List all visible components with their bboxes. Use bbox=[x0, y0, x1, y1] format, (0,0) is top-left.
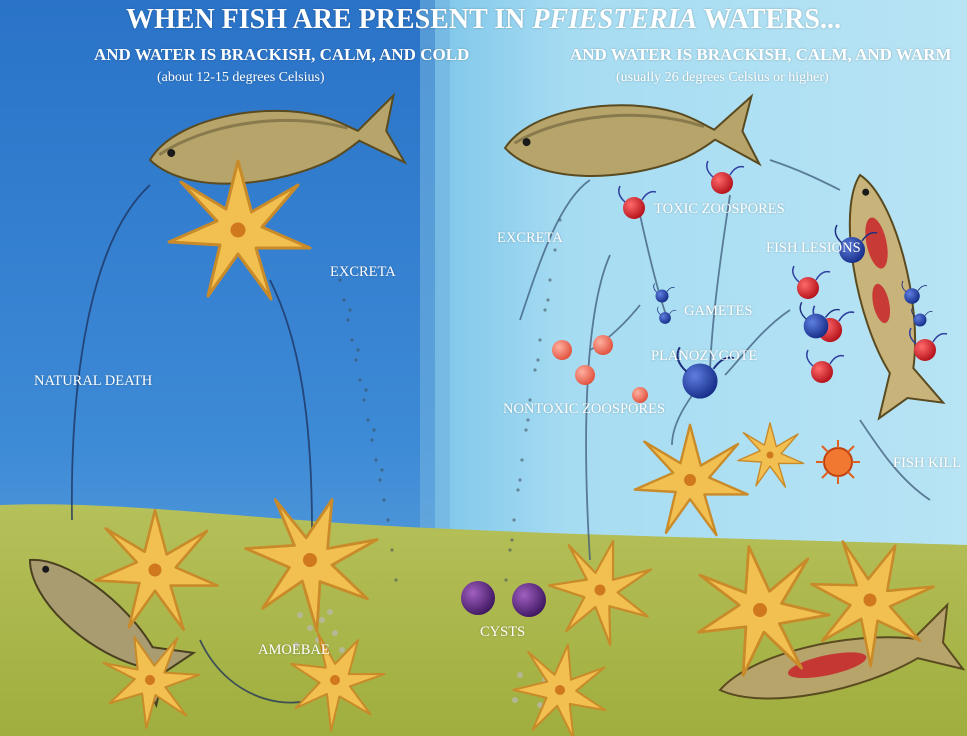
label-nontoxic-zoospores: NONTOXIC ZOOSPORES bbox=[503, 401, 665, 418]
label-planozygote: PLANOZYGOTE bbox=[651, 348, 757, 365]
label-fish-kill: FISH KILL bbox=[893, 455, 961, 472]
label-excreta-right: EXCRETA bbox=[497, 230, 563, 247]
label-gametes: GAMETES bbox=[684, 303, 752, 320]
label-amoebae: AMOEBAE bbox=[258, 642, 330, 659]
label-fish-lesions: FISH LESIONS bbox=[766, 240, 861, 257]
left-note: (about 12-15 degrees Celsius) bbox=[157, 70, 325, 86]
right-heading: AND WATER IS BRACKISH, CALM, AND WARM bbox=[570, 45, 952, 65]
label-cysts: CYSTS bbox=[480, 624, 525, 641]
page-title: WHEN FISH ARE PRESENT IN PFIESTERIA WATE… bbox=[0, 4, 967, 36]
label-toxic-zoospores: TOXIC ZOOSPORES bbox=[654, 201, 785, 218]
right-note: (usually 26 degrees Celsius or higher) bbox=[616, 70, 829, 86]
label-excreta-left: EXCRETA bbox=[330, 264, 396, 281]
left-heading: AND WATER IS BRACKISH, CALM, AND COLD bbox=[94, 45, 469, 65]
label-natural-death: NATURAL DEATH bbox=[34, 373, 152, 390]
